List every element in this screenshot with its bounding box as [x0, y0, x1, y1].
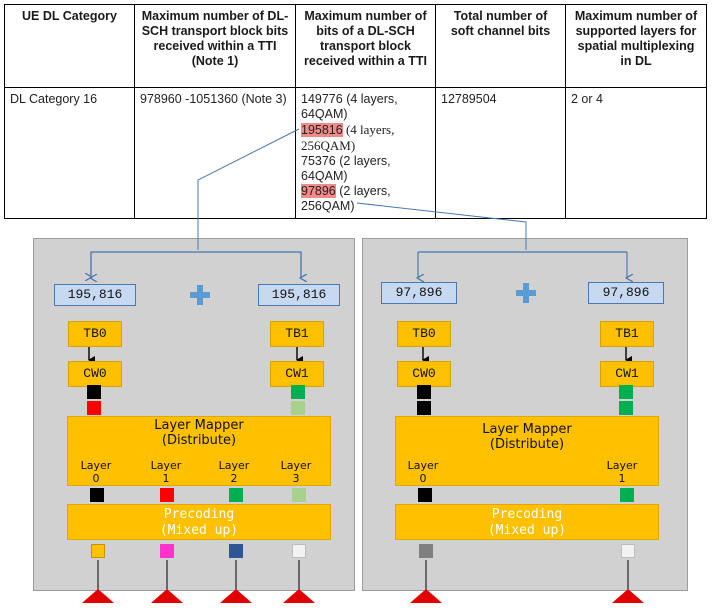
precoded-symbol-2 — [229, 544, 243, 558]
tb-bits-detail: (4 layers, 256QAM) — [301, 122, 395, 153]
tb-size-box-right-a: 97,896 — [381, 282, 457, 304]
cw0-symbol-1 — [87, 385, 101, 399]
layer-word: Layer — [280, 459, 312, 472]
layer-0-symbol — [90, 488, 104, 502]
tb0-block: TB0 — [68, 321, 122, 347]
precoding-title: Precoding — [491, 507, 563, 522]
layer-word: Layer — [150, 459, 182, 472]
precoding-subtitle: (Mixed up) — [487, 523, 567, 538]
layer-index: 1 — [618, 472, 626, 485]
plus-icon — [516, 283, 536, 303]
header-ue-dl-category: UE DL Category — [4, 4, 135, 88]
layer-word: Layer — [218, 459, 250, 472]
layer-word: Layer — [407, 459, 439, 472]
tb-bits-value-highlighted: 97896 — [301, 184, 336, 198]
tb1-block: TB1 — [600, 321, 654, 347]
antenna-icon — [612, 589, 644, 603]
cw0-symbol-2 — [417, 401, 431, 415]
cell-soft-bits: 12789504 — [435, 87, 566, 219]
cw0-symbol-1 — [417, 385, 431, 399]
table-row: DL Category 16 978960 -1051360 (Note 3) … — [4, 87, 707, 219]
tb-bits-detail: (4 layers, 64QAM) — [301, 92, 398, 121]
tb-size-box-right-b: 97,896 — [588, 282, 664, 304]
header-max-dl-sch-bits: Maximum number of DL-SCH transport block… — [134, 4, 296, 88]
layer-2-symbol — [229, 488, 243, 502]
precoding-subtitle: (Mixed up) — [159, 523, 239, 538]
cell-category: DL Category 16 — [4, 87, 135, 219]
layer-index: 0 — [92, 472, 100, 485]
tb-bits-value: 75376 — [301, 154, 336, 168]
layer-3-symbol — [292, 488, 306, 502]
cw0-block: CW0 — [68, 361, 122, 387]
layer-mapper-block-right: Layer Mapper (Distribute) — [395, 416, 659, 486]
cell-layers: 2 or 4 — [565, 87, 707, 219]
cw1-symbol-1 — [619, 385, 633, 399]
cw1-symbol-2 — [291, 401, 305, 415]
layer-1-symbol — [620, 488, 634, 502]
spec-table: UE DL Category Maximum number of DL-SCH … — [4, 4, 707, 219]
layer-1-symbol — [160, 488, 174, 502]
antenna-icon — [220, 589, 252, 603]
tb-bits-value-highlighted: 195816 — [301, 123, 343, 137]
layer-mapper-title: Layer Mapper — [482, 422, 572, 437]
tb1-block: TB1 — [270, 321, 324, 347]
layer-0-symbol — [418, 488, 432, 502]
layer-index: 3 — [292, 472, 300, 485]
layer-mapper-subtitle: (Distribute) — [161, 433, 237, 448]
cell-max-bits: 978960 -1051360 (Note 3) — [134, 87, 296, 219]
layer-word: Layer — [80, 459, 112, 472]
tb-bits-value: 149776 — [301, 92, 343, 106]
cw1-block: CW1 — [600, 361, 654, 387]
layer-word: Layer — [606, 459, 638, 472]
layer-index: 0 — [419, 472, 427, 485]
tb-size-box-left-a: 195,816 — [54, 284, 136, 306]
precoded-symbol-1 — [160, 544, 174, 558]
precoding-title: Precoding — [163, 507, 235, 522]
layer-mapper-block-left: Layer Mapper (Distribute) — [67, 416, 331, 486]
tb-bits-detail: (2 layers, 64QAM) — [301, 154, 391, 183]
precoded-symbol-0 — [419, 544, 433, 558]
cw1-block: CW1 — [270, 361, 324, 387]
layer-mapper-title: Layer Mapper — [154, 418, 244, 433]
cw0-block: CW0 — [397, 361, 451, 387]
antenna-icon — [283, 589, 315, 603]
precoding-block-right: Precoding (Mixed up) — [395, 504, 659, 540]
header-max-layers: Maximum number of supported layers for s… — [565, 4, 707, 88]
tb-bits-detail: (2 layers, 256QAM) — [301, 184, 391, 213]
precoded-symbol-3 — [292, 544, 306, 558]
layer-index: 2 — [230, 472, 238, 485]
cw1-symbol-1 — [291, 385, 305, 399]
antenna-icon — [410, 589, 442, 603]
layer-mapper-subtitle: (Distribute) — [489, 437, 565, 452]
antenna-icon — [151, 589, 183, 603]
cw0-symbol-2 — [87, 401, 101, 415]
table-header-row: UE DL Category Maximum number of DL-SCH … — [4, 4, 707, 88]
precoded-symbol-0 — [91, 544, 105, 558]
plus-icon — [190, 285, 210, 305]
precoded-symbol-1 — [621, 544, 635, 558]
cw1-symbol-2 — [619, 401, 633, 415]
layer-index: 1 — [162, 472, 170, 485]
tb0-block: TB0 — [397, 321, 451, 347]
tb-size-box-left-b: 195,816 — [258, 284, 340, 306]
link-line-195816 — [197, 128, 300, 250]
link-line-97896 — [356, 202, 527, 250]
cell-tb-bits: 149776 (4 layers, 64QAM) 195816 (4 layer… — [295, 87, 436, 219]
precoding-block-left: Precoding (Mixed up) — [67, 504, 331, 540]
antenna-icon — [82, 589, 114, 603]
